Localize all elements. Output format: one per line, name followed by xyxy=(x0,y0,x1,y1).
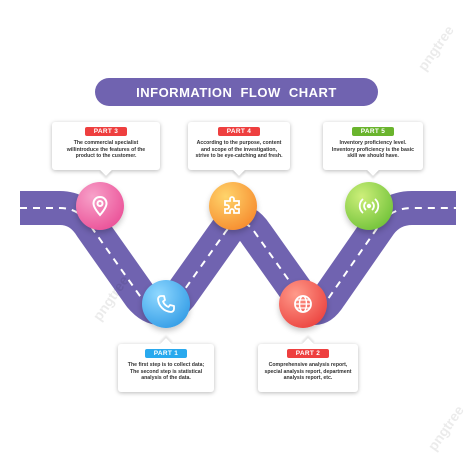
part-3-node xyxy=(76,182,124,230)
part-5-card: PART 5 Inventory proficiency level. Inve… xyxy=(323,122,423,176)
title-banner: INFORMATION FLOW CHART xyxy=(95,78,378,106)
part-3-text: The commercial specialist willintroduce … xyxy=(66,140,146,160)
part-4-badge: PART 4 xyxy=(217,127,261,136)
part-4-card: PART 4 According to the purpose, content… xyxy=(188,122,290,176)
phone-icon xyxy=(157,295,175,313)
part-1-node xyxy=(142,280,190,328)
part-2-text: Comprehensive analysis report, special a… xyxy=(264,362,352,382)
part-4-node xyxy=(209,182,257,230)
part-4-text: According to the purpose, content and sc… xyxy=(195,140,283,160)
chart-title: INFORMATION FLOW CHART xyxy=(136,84,337,100)
part-3-card: PART 3 The commercial specialist willint… xyxy=(52,122,160,176)
part-2-node xyxy=(279,280,327,328)
part-1-text: The first step is to collect data; The s… xyxy=(127,362,205,382)
part-5-badge: PART 5 xyxy=(351,127,395,136)
part-2-badge: PART 2 xyxy=(286,349,330,358)
broadcast-icon xyxy=(358,198,380,214)
part-3-badge: PART 3 xyxy=(84,127,128,136)
puzzle-icon xyxy=(224,196,240,214)
globe-icon xyxy=(294,295,312,313)
part-5-node xyxy=(345,182,393,230)
part-1-badge: PART 1 xyxy=(144,349,188,358)
location-pin-icon xyxy=(92,195,108,217)
part-1-card: PART 1 The first step is to collect data… xyxy=(118,338,214,392)
part-5-text: Inventory proficiency level. Inventory p… xyxy=(331,140,415,160)
part-2-card: PART 2 Comprehensive analysis report, sp… xyxy=(258,338,358,392)
